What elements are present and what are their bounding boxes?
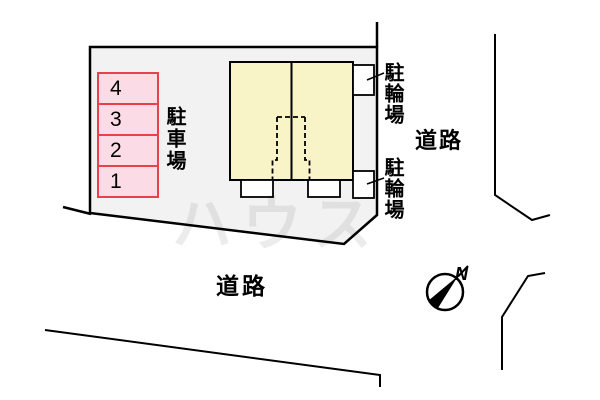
porch-rect-left bbox=[240, 179, 274, 198]
bicycle-area-top bbox=[352, 64, 375, 96]
compass-circle bbox=[425, 272, 465, 312]
compass-needle-line bbox=[457, 265, 469, 278]
parking-spaces-block: 4 3 2 1 bbox=[97, 72, 159, 198]
road-edge-right-upper bbox=[494, 34, 551, 222]
parking-space-2: 2 bbox=[97, 134, 159, 167]
compass-north-label: N bbox=[455, 264, 469, 284]
bicycle-parking-label-top: 駐輪場 bbox=[381, 62, 403, 125]
bicycle-leader-line-bottom bbox=[366, 177, 385, 185]
parking-space-number: 4 bbox=[110, 76, 122, 100]
bicycle-area-bottom bbox=[352, 170, 375, 199]
bicycle-parking-label-bottom: 駐輪場 bbox=[381, 157, 403, 220]
parking-space-number: 3 bbox=[110, 107, 122, 131]
entrance-dashed-outline-left bbox=[271, 117, 278, 180]
porch-rect-right bbox=[307, 179, 341, 198]
parking-space-3: 3 bbox=[97, 103, 159, 136]
road-label-bottom: 道路 bbox=[216, 273, 268, 299]
parking-space-1: 1 bbox=[97, 165, 159, 198]
parking-space-number: 2 bbox=[110, 138, 122, 162]
site-boundary-left-extension bbox=[62, 205, 92, 216]
bicycle-leader-line-top bbox=[366, 72, 385, 81]
road-edge-bottom bbox=[44, 329, 381, 387]
parking-lot-label: 駐車場 bbox=[163, 106, 185, 172]
entrance-dashed-outline-right bbox=[304, 117, 311, 180]
parking-space-4: 4 bbox=[97, 72, 159, 105]
compass-needle bbox=[428, 276, 458, 308]
road-label-right: 道路 bbox=[415, 128, 464, 153]
road-edge-right-lower bbox=[501, 272, 546, 370]
parking-space-number: 1 bbox=[110, 169, 122, 193]
